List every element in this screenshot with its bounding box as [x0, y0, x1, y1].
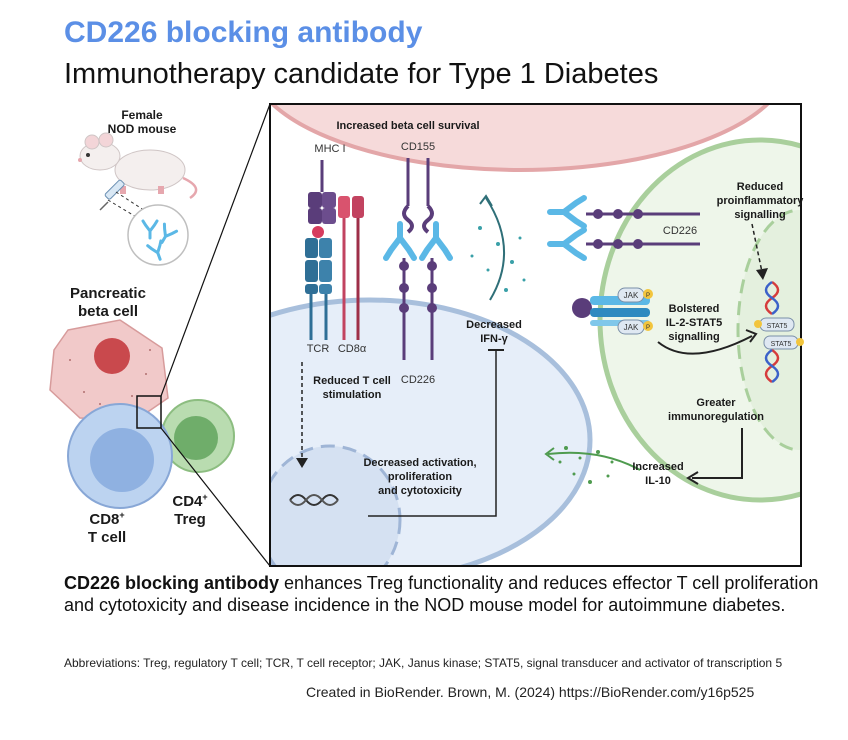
mouse-icon — [78, 132, 198, 200]
svg-text:JAK: JAK — [624, 291, 639, 300]
page-title: CD226 blocking antibody — [64, 16, 423, 49]
zoom-box — [136, 395, 162, 429]
cd226-label-tcell: CD226 — [401, 374, 435, 386]
cd8-label-2: T cell — [88, 529, 126, 546]
stat5-icon-1: STAT5 — [754, 317, 795, 332]
bolstered-label-3: signalling — [668, 331, 719, 343]
inset-t-cell-nucleus — [270, 444, 402, 566]
svg-text:P: P — [646, 293, 650, 299]
reduced-proinfl-label-2: proinflammatory — [717, 195, 805, 207]
inset-beta-cell — [270, 104, 771, 172]
caption-text: enhances Treg functionality and reduces … — [64, 573, 819, 615]
cd8-cell-icon — [67, 403, 173, 509]
beta-survival-label: Increased beta cell survival — [336, 120, 479, 132]
page-subtitle: Immunotherapy candidate for Type 1 Diabe… — [64, 58, 659, 90]
decreased-act-label-1: Decreased activation, — [363, 457, 476, 469]
reduced-proinfl-label-1: Reduced — [737, 181, 783, 193]
decreased-act-label-2: proliferation — [388, 471, 452, 483]
beta-cell-label-1: Pancreatic — [70, 285, 146, 302]
mouse-label-2: NOD mouse — [108, 122, 177, 136]
reduced-tcell-label-2: stimulation — [323, 389, 382, 401]
ifn-label-2: IFN-γ — [480, 333, 508, 345]
syringe-icon — [99, 179, 125, 211]
reduced-proinfl-label-3: signalling — [734, 209, 785, 221]
bolstered-label-1: Bolstered — [669, 303, 720, 315]
il10-label-2: IL-10 — [645, 475, 671, 487]
caption: CD226 blocking antibody enhances Treg fu… — [64, 572, 824, 616]
cd4-label-1: CD4+ — [172, 492, 207, 510]
cd226-receptor-tcell — [399, 258, 437, 360]
credit-link[interactable]: Created in BioRender. Brown, M. (2024) h… — [306, 684, 755, 700]
antibody-circle-icon — [127, 204, 189, 266]
dna-icon-treg — [764, 280, 780, 384]
reduced-tcell-label-1: Reduced T cell — [313, 375, 391, 387]
il10-particles — [558, 446, 614, 484]
treg-cell-icon — [161, 399, 235, 473]
bolstered-label-2: IL-2-STAT5 — [666, 317, 722, 329]
il10-label-1: Increased — [632, 461, 683, 473]
cd226-receptor-treg — [586, 209, 700, 249]
cd226-label-treg: CD226 — [663, 225, 697, 237]
svg-text:STAT5: STAT5 — [771, 341, 792, 348]
mouse-label-1: Female — [121, 108, 163, 122]
mhc-tcr-complex — [305, 160, 336, 340]
mhc-label: MHC I — [314, 143, 345, 155]
svg-text:JAK: JAK — [624, 323, 639, 332]
greater-label-2: immunoregulation — [668, 411, 764, 423]
greater-label-1: Greater — [696, 397, 736, 409]
jak-icon-1: JAK P — [617, 287, 653, 303]
cd8a-receptor — [338, 196, 364, 340]
decreased-act-label-3: and cytotoxicity — [378, 485, 463, 497]
stat5-icon-2: STAT5 — [763, 335, 804, 350]
cd155-label: CD155 — [401, 141, 435, 153]
ifn-label-1: Decreased — [466, 319, 522, 331]
cd8a-label: CD8α — [338, 343, 367, 355]
beta-cell-label-2: beta cell — [78, 303, 138, 320]
caption-bold: CD226 blocking antibody — [64, 573, 280, 593]
tcr-label: TCR — [307, 343, 330, 355]
beta-cell-icon — [49, 319, 169, 421]
cd155-ligand — [402, 158, 434, 234]
cd8-label-1: CD8+ — [89, 510, 124, 528]
abbreviations: Abbreviations: Treg, regulatory T cell; … — [64, 656, 783, 670]
svg-text:P: P — [646, 325, 650, 331]
ifn-particles — [470, 226, 526, 292]
dna-icon-tcell — [289, 494, 339, 506]
svg-text:STAT5: STAT5 — [767, 323, 788, 330]
cd4-label-2: Treg — [174, 511, 206, 528]
jak-icon-2: JAK P — [617, 319, 653, 335]
